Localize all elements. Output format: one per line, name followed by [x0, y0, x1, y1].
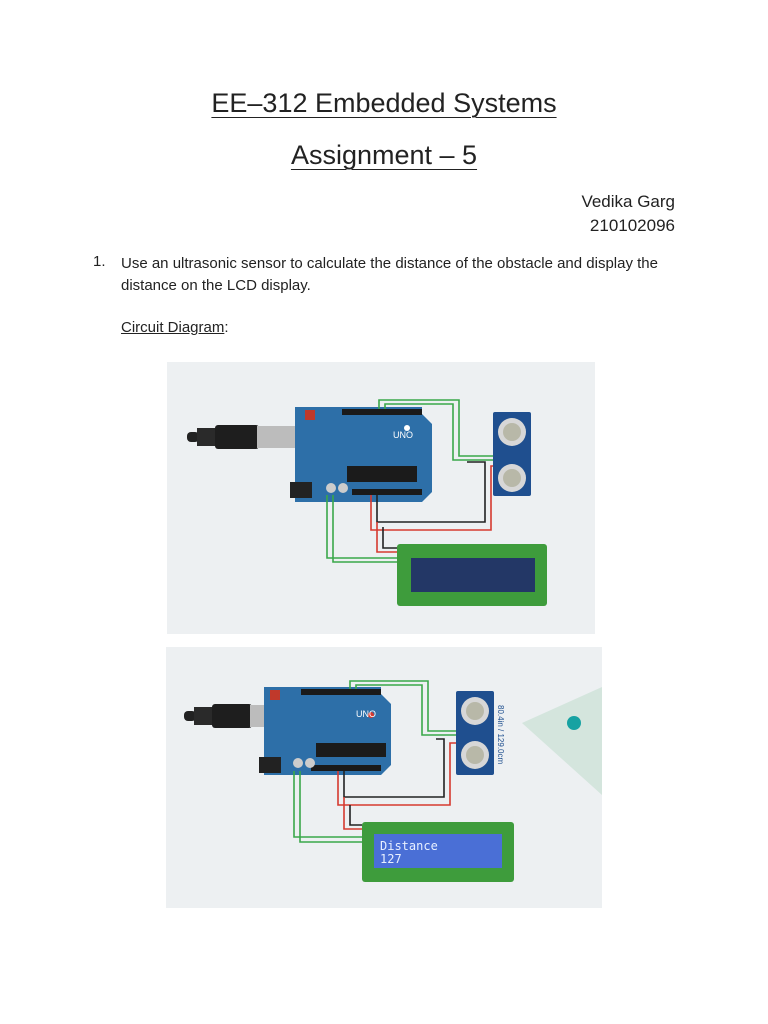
circuit-diagram-colon: : — [224, 319, 229, 336]
sensor-readout: 80.4in / 129.0cm — [496, 705, 505, 764]
ultrasonic-sensor — [493, 412, 531, 496]
usb-cable — [187, 425, 297, 449]
document-title: EE–312 Embedded Systems — [211, 88, 557, 118]
ultrasonic-sensor: 80.4in / 129.0cm — [456, 691, 505, 775]
arduino-uno-board: UNO — [290, 407, 432, 502]
question-number: 1. — [93, 253, 106, 270]
assignment-title: Assignment – 5 — [290, 140, 478, 170]
question-text: Use an ultrasonic sensor to calculate th… — [121, 255, 658, 294]
circuit-diagram-1-svg: UNO — [187, 399, 547, 606]
circuit-diagram-figure-1: UNO — [167, 362, 595, 634]
author-name: Vedika Garg — [581, 192, 675, 211]
wiring — [326, 399, 493, 563]
circuit-diagram-figure-2: UNO 80.4in / 129.0cm Distance 127 — [166, 647, 602, 908]
lcd-display: Distance 127 — [362, 822, 514, 882]
arduino-uno-board: UNO — [259, 687, 391, 775]
lcd-display — [397, 544, 547, 606]
sensor-field — [522, 687, 602, 795]
lcd-line-1: Distance — [380, 839, 438, 853]
board-label: UNO — [356, 709, 376, 719]
lcd-line-2: 127 — [380, 852, 402, 866]
circuit-diagram-2-svg: UNO 80.4in / 129.0cm Distance 127 — [184, 680, 602, 882]
author-id: 210102096 — [589, 216, 675, 235]
board-label: UNO — [393, 430, 413, 440]
wiring — [293, 680, 456, 843]
circuit-diagram-heading: Circuit Diagram — [121, 319, 225, 336]
circuit-diagram-label: Circuit Diagram: — [121, 319, 229, 336]
